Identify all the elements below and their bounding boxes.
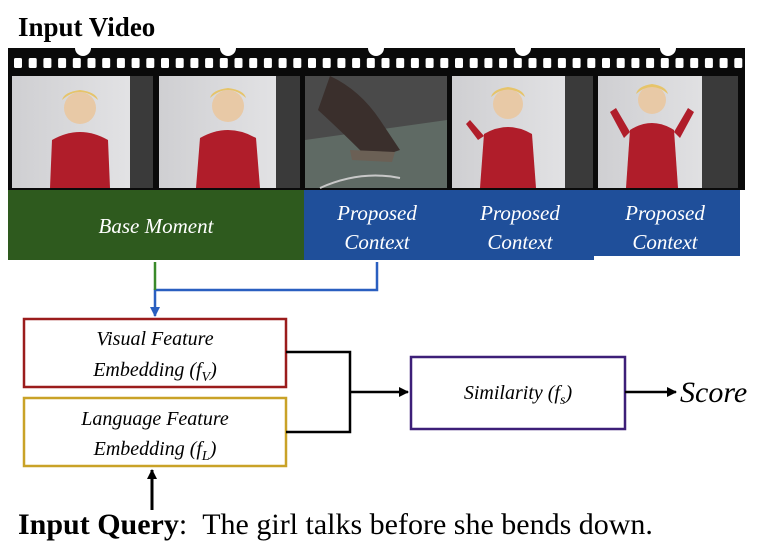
sprocket-hole — [102, 58, 111, 68]
language-feature-embedding-box: Language Feature Embedding (fL) — [22, 396, 288, 468]
context-2-label-line1: Proposed — [479, 201, 560, 225]
video-frame-4 — [452, 76, 593, 188]
language-box-border — [22, 396, 288, 468]
sprocket-hole — [455, 58, 463, 68]
score-label: Score — [680, 376, 747, 409]
language-box-line2: Embedding (fL) — [93, 438, 217, 464]
proposed-context-segment-b — [594, 190, 740, 256]
context-connector-line — [150, 262, 379, 317]
segment-bars: Base Moment Proposed Context Proposed Co… — [8, 190, 740, 260]
sprocket-hole — [263, 58, 272, 68]
context-2-label-line2: Context — [487, 230, 553, 254]
sprocket-hole — [278, 58, 287, 68]
similarity-label: Similarity (fs) — [464, 382, 573, 408]
sprocket-hole — [484, 58, 493, 68]
sprocket-hole — [646, 58, 655, 68]
sprocket-hole — [631, 58, 640, 68]
sprocket-hole — [175, 58, 184, 68]
sprocket-hole — [572, 58, 581, 68]
sprocket-hole — [690, 58, 699, 68]
sprocket-hole — [58, 58, 67, 68]
sprocket-hole — [396, 58, 405, 68]
visual-box-line2: Embedding (fV) — [92, 359, 217, 385]
video-frame-1 — [12, 76, 153, 188]
sprocket-hole — [704, 58, 713, 68]
context-3-label-line1: Proposed — [624, 201, 705, 225]
input-query-separator: : — [178, 508, 188, 541]
sprocket-hole — [249, 58, 258, 68]
film-strip-notches — [75, 40, 676, 56]
sprocket-hole — [719, 58, 728, 68]
sprocket-hole — [425, 58, 434, 68]
sprocket-hole — [205, 58, 214, 68]
sprocket-hole — [557, 58, 566, 68]
context-1-label-line2: Context — [344, 230, 410, 254]
sprocket-hole — [337, 58, 346, 68]
input-query-text: The girl talks before she bends down. — [202, 508, 653, 541]
sprocket-hole — [219, 58, 228, 68]
input-query: Input Query: The girl talks before she b… — [18, 508, 653, 542]
video-frame-3 — [305, 76, 447, 189]
language-box-line1: Language Feature — [80, 408, 229, 430]
context-1-label-line1: Proposed — [336, 201, 417, 225]
sprocket-hole — [190, 58, 199, 68]
sprocket-hole — [28, 58, 37, 68]
visual-box-border — [22, 317, 288, 389]
film-sprocket-holes — [14, 58, 743, 68]
sprocket-hole — [366, 58, 375, 68]
sprocket-hole — [234, 58, 243, 68]
sprocket-hole — [513, 58, 522, 68]
sprocket-hole — [381, 58, 390, 68]
sprocket-hole — [43, 58, 52, 68]
base-moment-label: Base Moment — [99, 214, 215, 238]
sprocket-hole — [469, 58, 478, 68]
sprocket-hole — [14, 58, 22, 68]
input-query-label: Input Query — [18, 508, 179, 541]
visual-box-line1: Visual Feature — [96, 328, 213, 350]
sprocket-hole — [587, 58, 596, 68]
sprocket-hole — [146, 58, 155, 68]
input-video-title: Input Video — [18, 12, 156, 42]
sprocket-hole — [616, 58, 625, 68]
context-3-label-line2: Context — [632, 230, 698, 254]
sprocket-hole — [131, 58, 140, 68]
proposed-context-segment-a — [304, 190, 594, 260]
sprocket-hole — [734, 58, 743, 68]
sprocket-hole — [528, 58, 537, 68]
merge-connectors — [286, 350, 409, 434]
sprocket-hole — [543, 58, 552, 68]
sprocket-hole — [308, 58, 316, 68]
sprocket-hole — [660, 58, 669, 68]
sprocket-hole — [410, 58, 419, 68]
sprocket-hole — [116, 58, 125, 68]
similarity-box: Similarity (fs) — [409, 355, 627, 431]
base-moment-segment — [8, 190, 304, 260]
video-frame-2 — [159, 76, 300, 188]
sprocket-hole — [602, 58, 610, 68]
sprocket-hole — [440, 58, 449, 68]
segment-connectors — [150, 262, 379, 317]
sprocket-hole — [499, 58, 508, 68]
sprocket-hole — [293, 58, 302, 68]
sprocket-hole — [72, 58, 81, 68]
sprocket-hole — [352, 58, 361, 68]
sprocket-hole — [675, 58, 684, 68]
film-strip — [8, 40, 745, 190]
sprocket-hole — [161, 58, 169, 68]
video-frame-5 — [598, 76, 738, 188]
sprocket-hole — [322, 58, 331, 68]
visual-feature-embedding-box: Visual Feature Embedding (fV) — [22, 317, 288, 389]
sprocket-hole — [87, 58, 96, 68]
